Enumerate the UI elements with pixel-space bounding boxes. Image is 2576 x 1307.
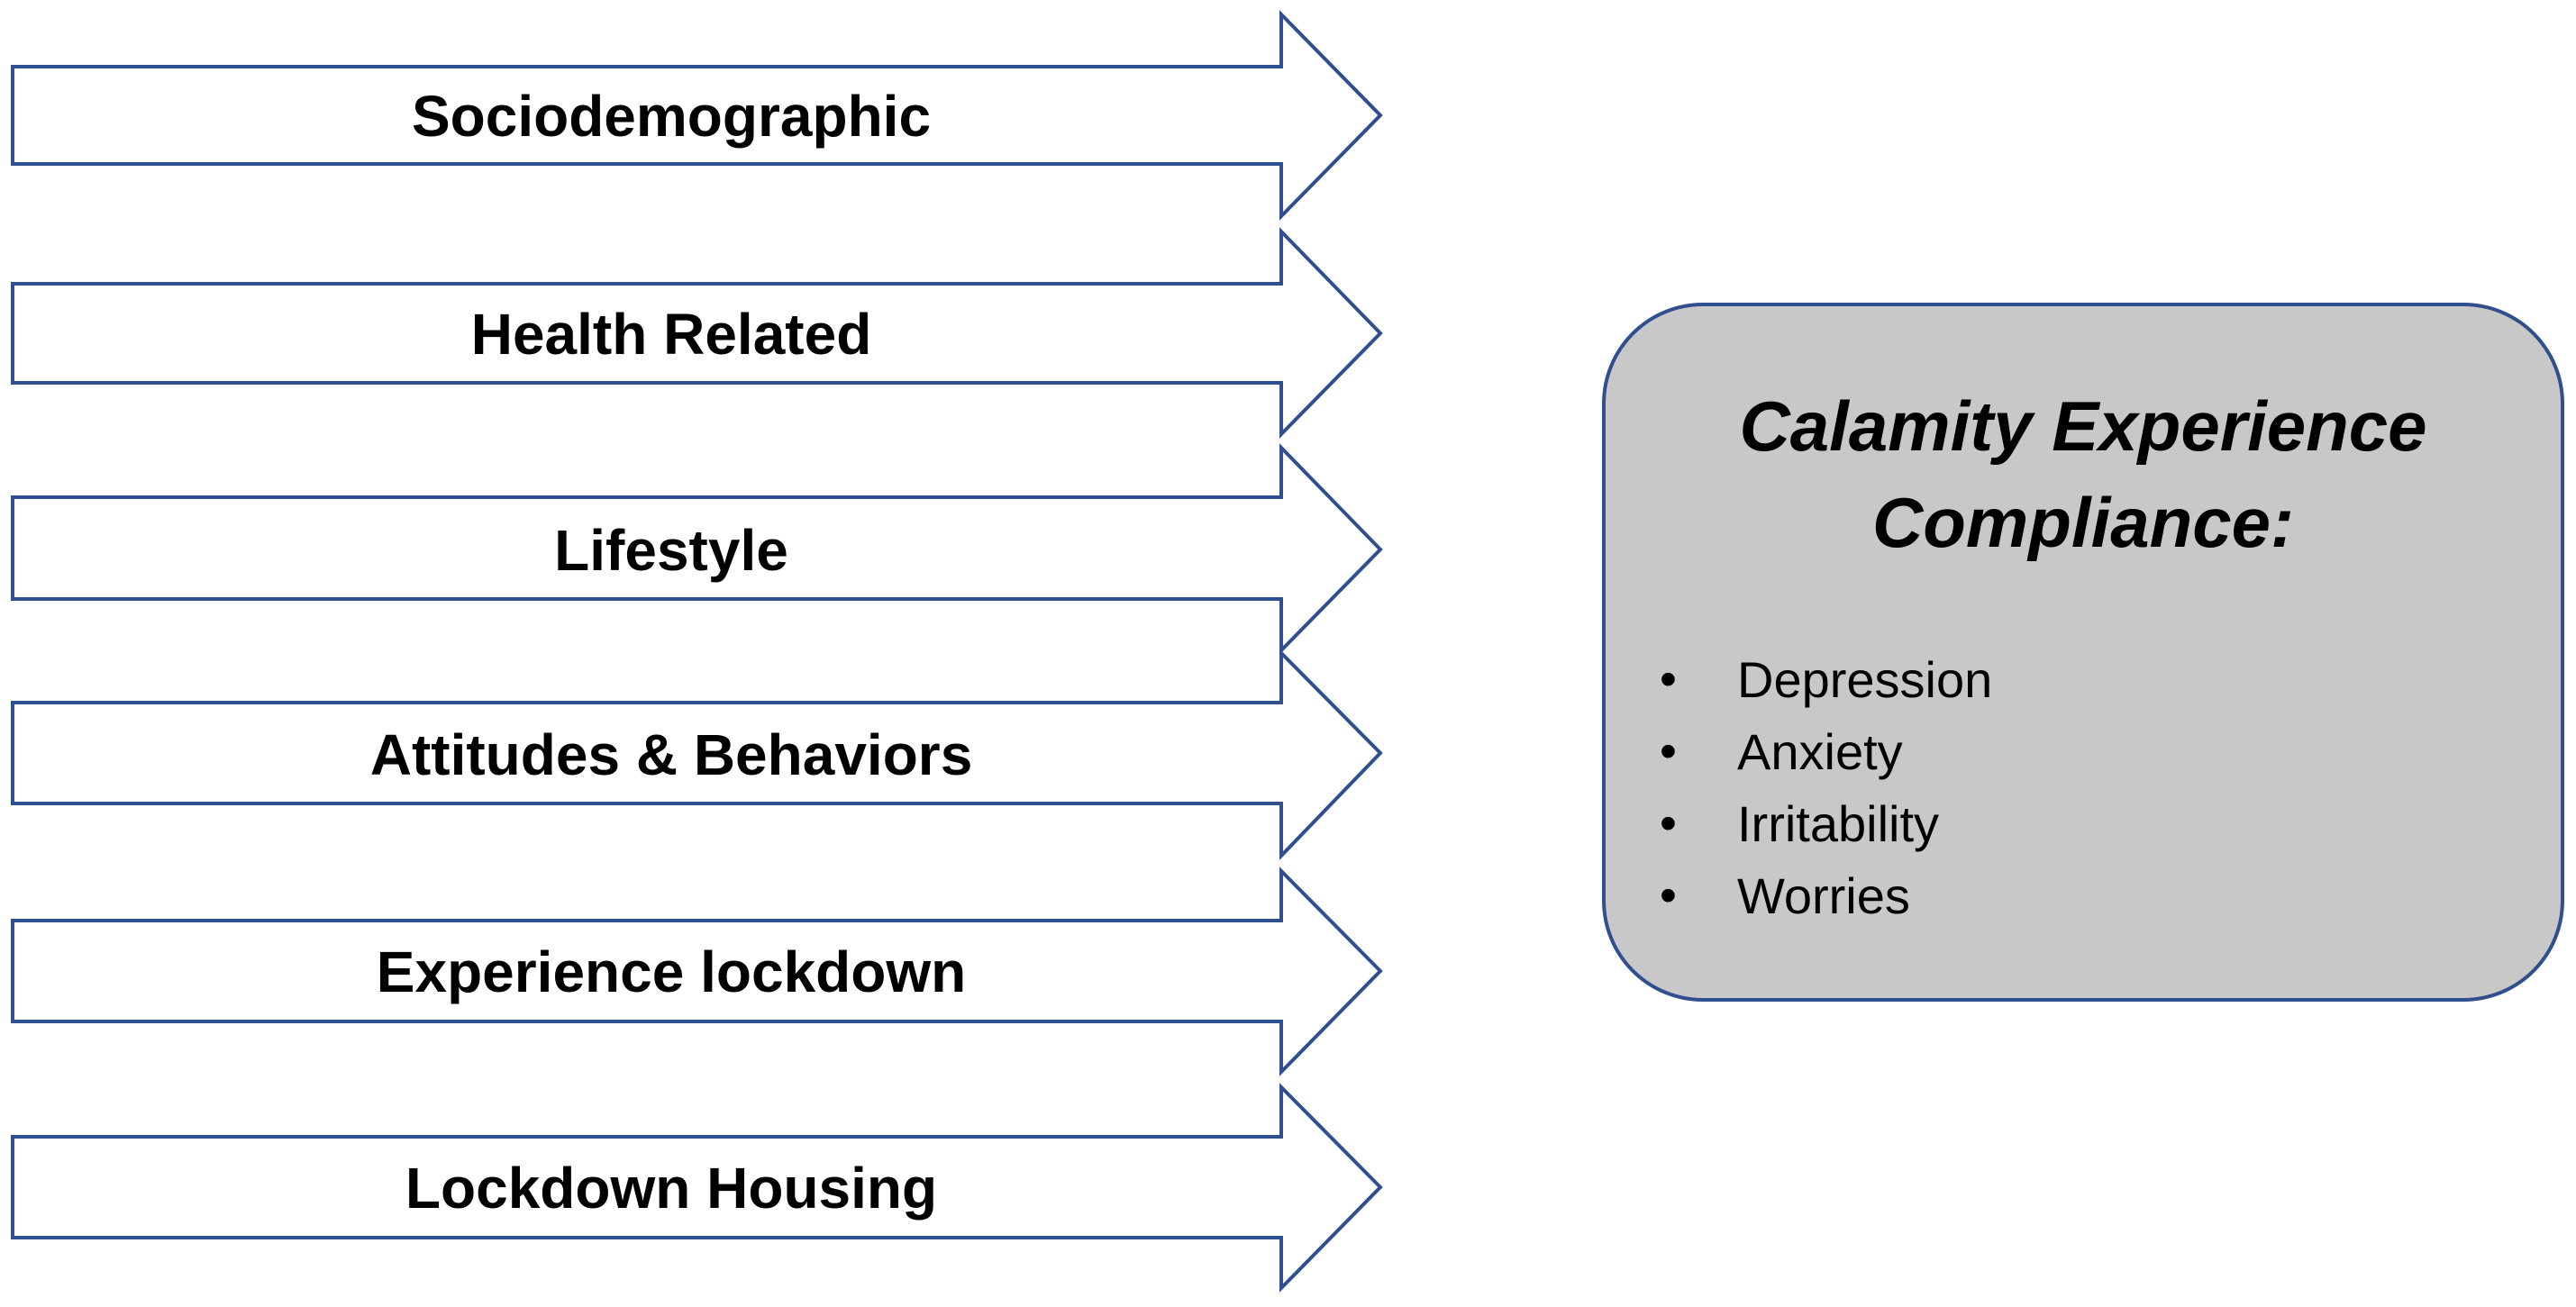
arrow-shape [11,443,1383,655]
arrow-label: Sociodemographic [412,84,931,149]
list-item: • Irritability [1660,795,1939,852]
arrow-shape [11,649,1383,860]
arrow-label: Attitudes & Behaviors [370,722,973,787]
factor-arrow-lifestyle: Lifestyle [11,443,1383,655]
bullet-icon: • [1660,868,1677,922]
arrow-shape [11,10,1383,221]
outcome-box-group: Calamity Experience Compliance: • Depres… [1602,303,2564,1002]
list-item-label: Depression [1737,651,1992,708]
arrow-label: Lockdown Housing [405,1156,937,1221]
arrow-label: Health Related [471,302,872,367]
list-item: • Depression [1660,651,1992,708]
list-item-label: Irritability [1737,795,1939,852]
outcome-title-line2: Compliance: [1872,483,2294,562]
factor-arrow-experience-lockdown: Experience lockdown [11,867,1383,1076]
list-item-label: Anxiety [1737,723,1903,780]
arrow-shape [11,227,1383,439]
arrow-shape [11,1083,1383,1293]
factor-arrow-attitudes-behaviors: Attitudes & Behaviors [11,649,1383,860]
bullet-icon: • [1660,724,1677,778]
outcome-title-line1: Calamity Experience [1739,386,2426,466]
factor-arrow-lockdown-housing: Lockdown Housing [11,1083,1383,1293]
list-item: • Anxiety [1660,723,1903,780]
bullet-icon: • [1660,652,1677,706]
list-item: • Worries [1660,867,1910,924]
bullet-icon: • [1660,796,1677,850]
list-item-label: Worries [1737,867,1910,924]
factor-arrow-health-related: Health Related [11,227,1383,439]
outcome-list: • Depression • Anxiety • Irritability • … [1660,651,1992,924]
arrow-shape [11,867,1383,1076]
factor-arrow-sociodemographic: Sociodemographic [11,10,1383,221]
arrow-label: Experience lockdown [377,939,966,1004]
outcome-box [1602,303,2564,1002]
arrow-label: Lifestyle [554,518,788,583]
